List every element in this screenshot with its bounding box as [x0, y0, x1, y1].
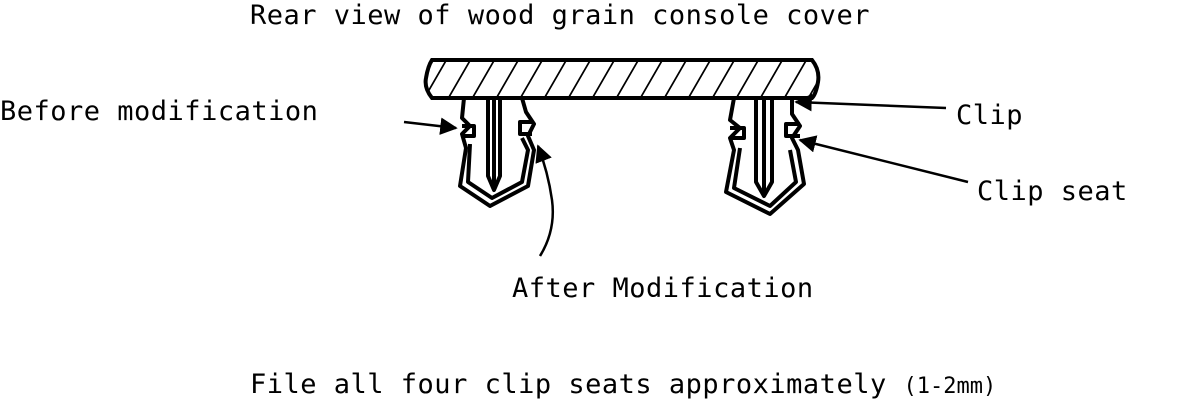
instruction-note: File all four clip seats approximately (…: [250, 369, 996, 403]
leader-lines: [403, 93, 969, 257]
instruction-range: (1-2mm): [903, 374, 997, 399]
instruction-text: File all four clip seats approximately: [250, 369, 904, 400]
label-clip: Clip: [956, 100, 1024, 131]
label-before-modification: Before modification: [0, 96, 319, 127]
right-clip: [724, 97, 806, 216]
leader-before: [403, 117, 458, 135]
label-after-modification: After Modification: [512, 273, 814, 304]
leader-clip: [794, 93, 947, 112]
leader-clip-seat: [798, 135, 969, 184]
console-cover-panel: [423, 58, 821, 100]
left-clip: [458, 97, 536, 208]
diagram-title: Rear view of wood grain console cover: [250, 0, 870, 31]
label-clip-seat: Clip seat: [977, 176, 1128, 207]
leader-after: [535, 144, 554, 257]
